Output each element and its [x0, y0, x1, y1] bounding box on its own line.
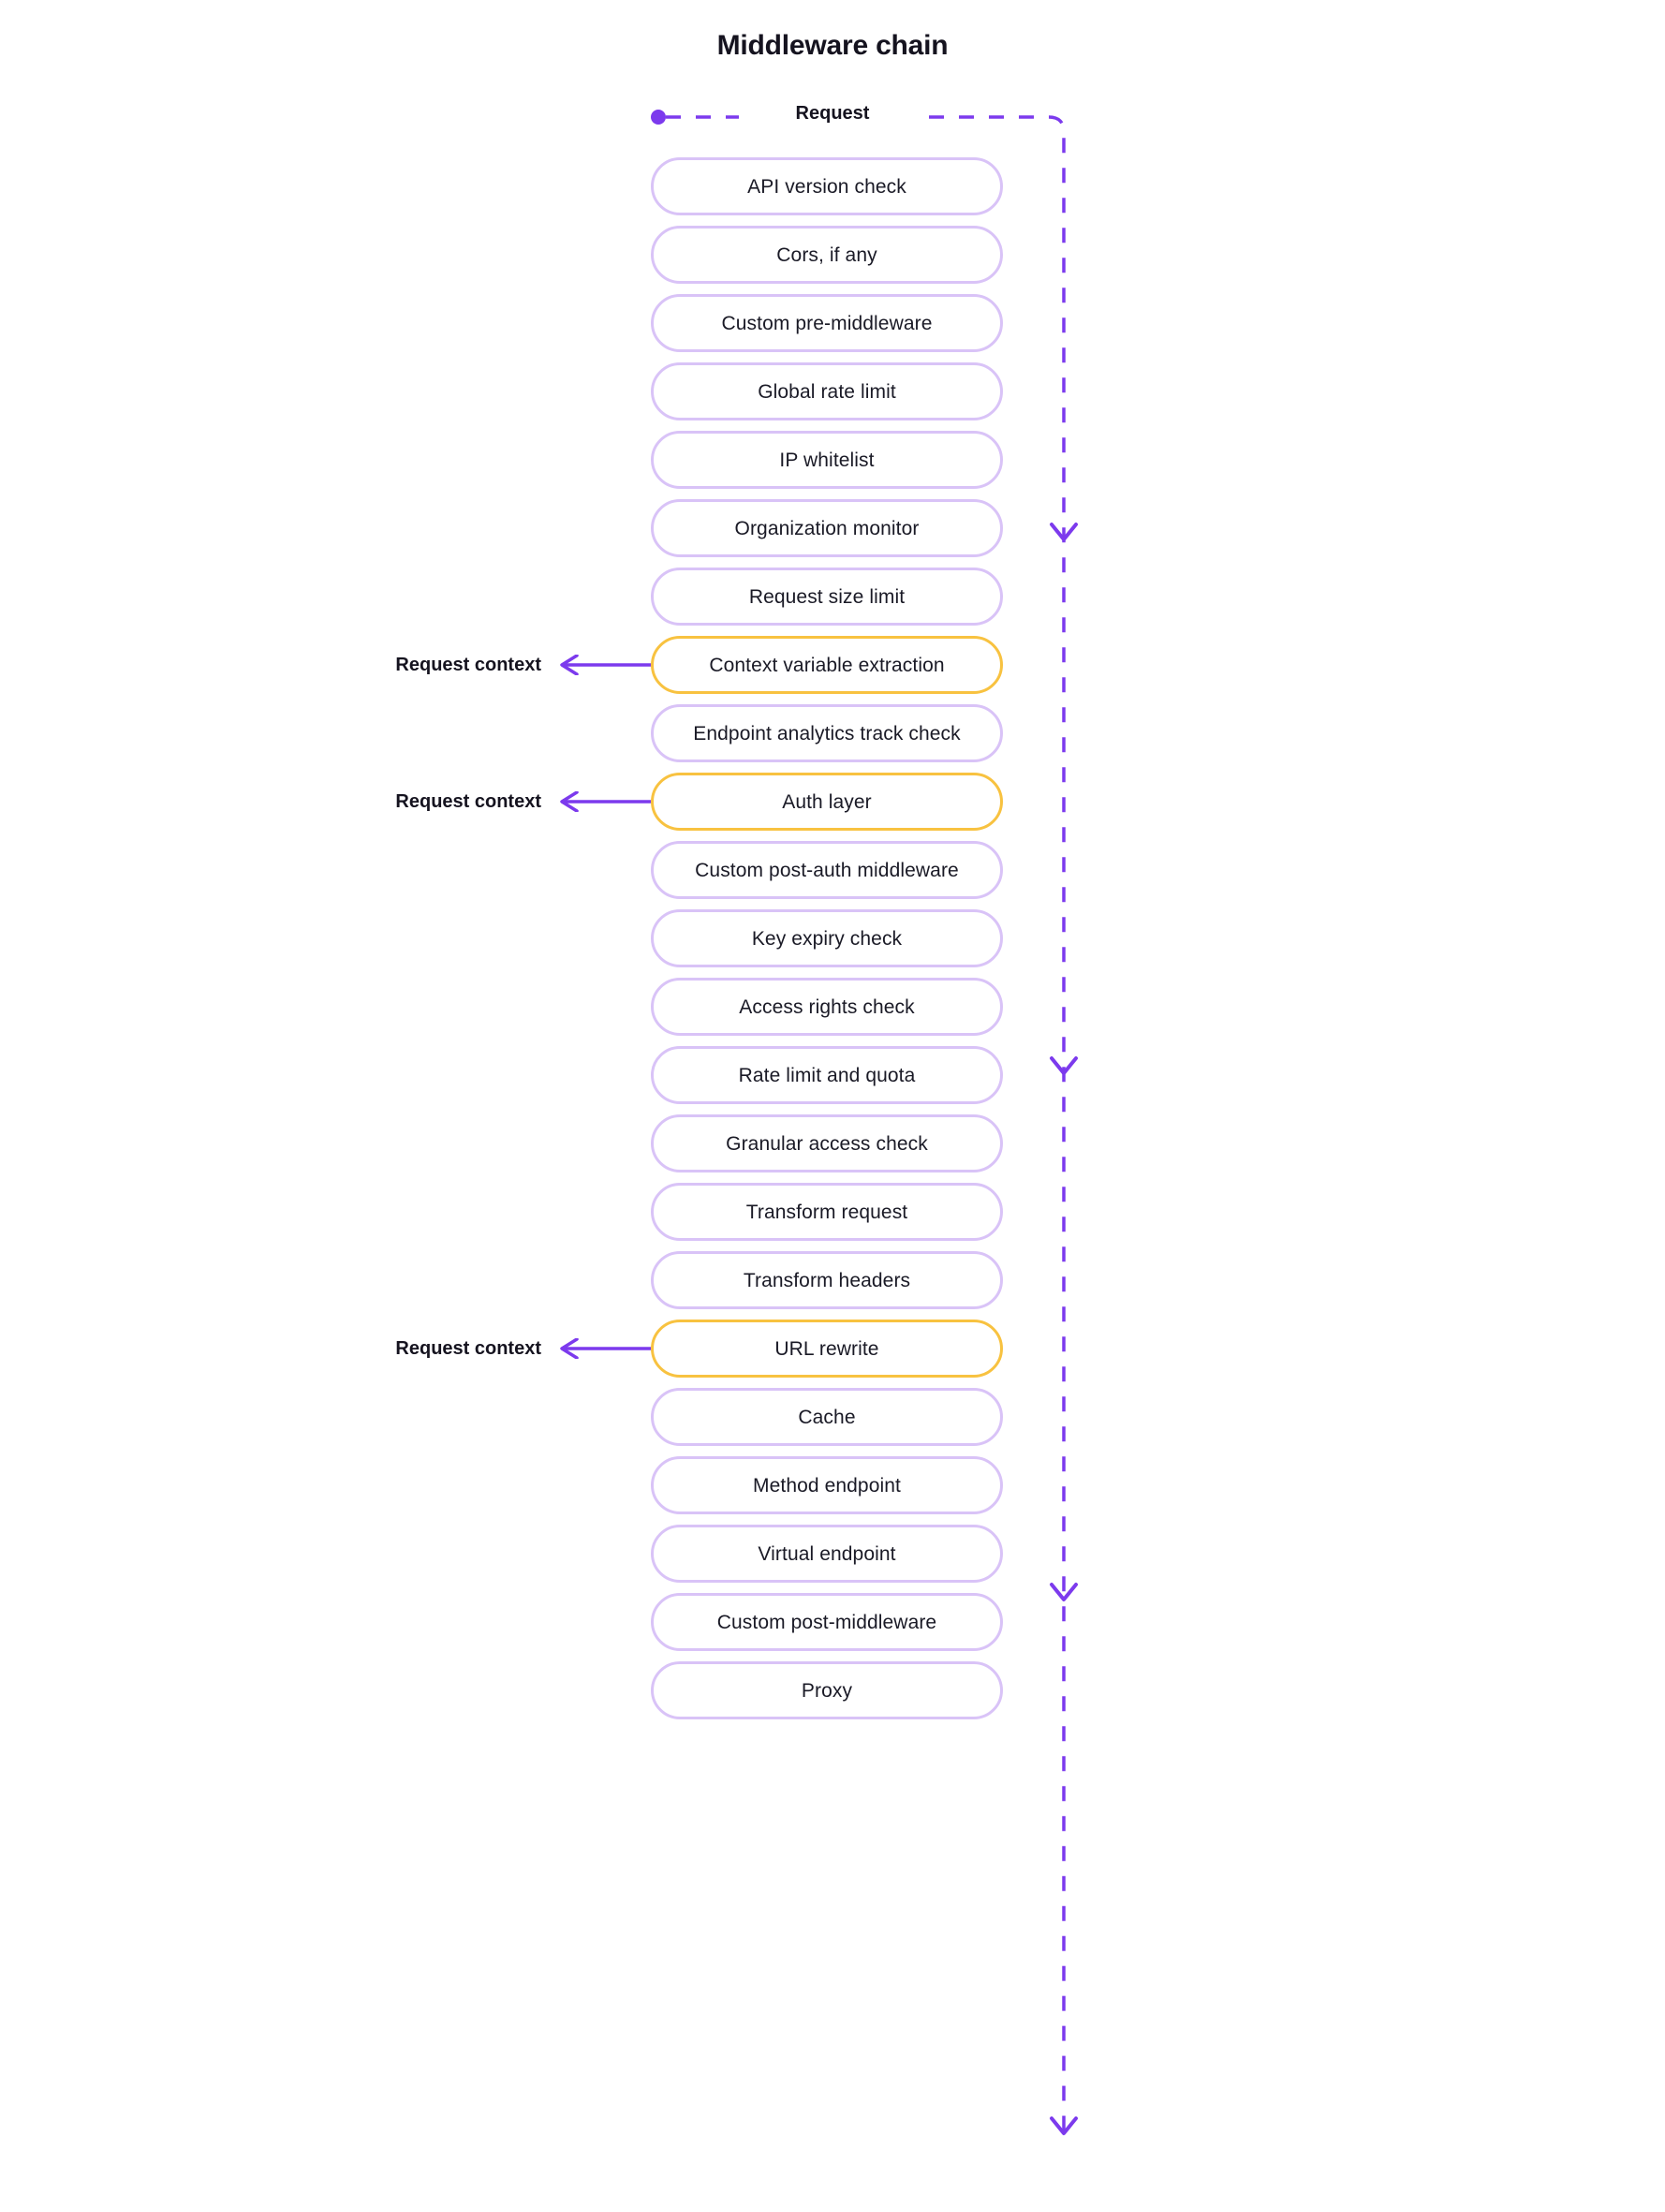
middleware-stage-label: Proxy [801, 1679, 853, 1702]
middleware-stage-label: Auth layer [782, 790, 872, 813]
annotation-label: Request context [395, 790, 541, 812]
annotation-request-context-1: Request context [354, 636, 666, 694]
annotation-arrow-left-icon [556, 655, 666, 675]
middleware-stage-label: Cache [798, 1406, 856, 1428]
annotation-label: Request context [395, 654, 541, 675]
middleware-stage[interactable]: Transform headers [651, 1251, 1003, 1309]
rail-arrow-2-icon [1050, 1056, 1078, 1075]
middleware-stage[interactable]: Global rate limit [651, 362, 1003, 420]
middleware-stage[interactable]: Key expiry check [651, 909, 1003, 967]
middleware-stage[interactable]: Context variable extraction [651, 636, 1003, 694]
rail-arrow-1-icon [1050, 523, 1078, 541]
annotation-label: Request context [395, 1337, 541, 1359]
middleware-stage-label: Custom post-auth middleware [695, 859, 959, 881]
middleware-stage[interactable]: Virtual endpoint [651, 1525, 1003, 1583]
middleware-stage[interactable]: Cache [651, 1388, 1003, 1446]
request-origin-dot [651, 110, 666, 125]
middleware-stage-label: Key expiry check [751, 927, 903, 950]
middleware-stage[interactable]: IP whitelist [651, 431, 1003, 489]
middleware-stage-label: Access rights check [739, 995, 915, 1018]
middleware-stage[interactable]: Endpoint analytics track check [651, 704, 1003, 762]
request-flow-label: Request [739, 103, 926, 125]
middleware-stage[interactable]: Auth layer [651, 773, 1003, 831]
middleware-stage-label: Global rate limit [758, 380, 896, 403]
middleware-stage[interactable]: Custom post-auth middleware [651, 841, 1003, 899]
middleware-stage[interactable]: API version check [651, 157, 1003, 215]
middleware-stage-label: Context variable extraction [709, 654, 945, 676]
middleware-stage[interactable]: Custom pre-middleware [651, 294, 1003, 352]
middleware-stage-label: Rate limit and quota [738, 1064, 916, 1086]
annotation-request-context-3: Request context [354, 1320, 666, 1378]
page-title: Middleware chain [716, 30, 949, 61]
middleware-stage[interactable]: Rate limit and quota [651, 1046, 1003, 1104]
annotation-request-context-2: Request context [354, 773, 666, 831]
middleware-stage[interactable]: URL rewrite [651, 1320, 1003, 1378]
middleware-stage-label: Cors, if any [776, 243, 877, 266]
middleware-stage[interactable]: Cors, if any [651, 226, 1003, 284]
middleware-stage-label: Virtual endpoint [758, 1542, 896, 1565]
middleware-stage[interactable]: Method endpoint [651, 1456, 1003, 1514]
middleware-stage-label: API version check [747, 175, 906, 198]
middleware-stage[interactable]: Proxy [651, 1661, 1003, 1719]
middleware-stage[interactable]: Organization monitor [651, 499, 1003, 557]
middleware-stage-label: Custom post-middleware [716, 1611, 937, 1633]
middleware-stage-label: Transform headers [743, 1269, 911, 1291]
annotation-arrow-left-icon [556, 791, 666, 812]
middleware-stage-label: Transform request [745, 1201, 908, 1223]
middleware-stage[interactable]: Request size limit [651, 568, 1003, 626]
middleware-stage[interactable]: Access rights check [651, 978, 1003, 1036]
middleware-stage-label: Method endpoint [753, 1474, 901, 1497]
middleware-stage[interactable]: Custom post-middleware [651, 1593, 1003, 1651]
middleware-stage-label: Endpoint analytics track check [693, 722, 961, 745]
middleware-stage-label: URL rewrite [774, 1337, 879, 1360]
rail-arrow-3-icon [1050, 1583, 1078, 1601]
middleware-stage-label: IP whitelist [779, 449, 875, 471]
middleware-stage-label: Granular access check [726, 1132, 928, 1155]
middleware-stage[interactable]: Transform request [651, 1183, 1003, 1241]
middleware-stage-label: Request size limit [748, 585, 906, 608]
annotation-arrow-left-icon [556, 1338, 666, 1359]
rail-arrow-4-icon [1050, 2116, 1078, 2135]
middleware-stage-label: Organization monitor [734, 517, 920, 539]
middleware-stage-label: Custom pre-middleware [721, 312, 933, 334]
middleware-stage[interactable]: Granular access check [651, 1114, 1003, 1172]
